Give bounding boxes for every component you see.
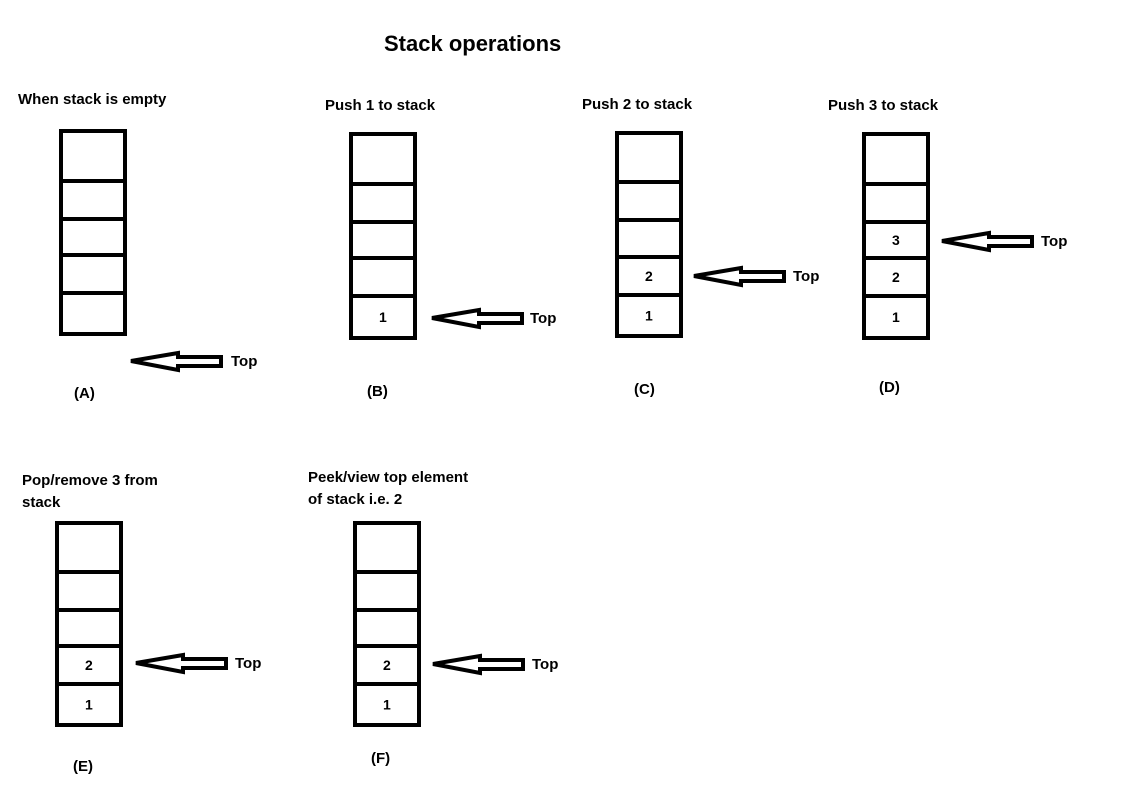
stack-cell-value: 2: [383, 657, 391, 673]
stack-cell: [55, 608, 123, 648]
stack-cell: [59, 179, 127, 221]
stack-cell: [862, 132, 930, 186]
stack-cell: [59, 129, 127, 183]
stack-cell-value: 1: [645, 308, 653, 324]
stack-cell: [615, 293, 683, 338]
top-pointer-arrow-icon: [693, 265, 786, 288]
stack-cell: [353, 570, 421, 612]
top-pointer-arrow-icon: [941, 230, 1034, 253]
panel-caption: Push 2 to stack: [582, 96, 693, 113]
stack-cell: [55, 682, 123, 727]
stack-cell: [59, 253, 127, 295]
panel-caption: stack: [22, 494, 61, 511]
diagram-title: Stack operations: [384, 31, 561, 56]
stack-cell-value: 1: [892, 309, 900, 325]
top-label: Top: [793, 268, 819, 285]
stack-cell: [353, 521, 421, 574]
stack-cell: [59, 217, 127, 257]
stack-cell: [862, 220, 930, 260]
stack: 21: [55, 521, 123, 727]
stack: [59, 129, 127, 336]
stack-cell: [862, 182, 930, 224]
top-pointer-arrow-icon: [135, 652, 228, 675]
stack-panel-d: Push 3 to stack 3 2 1 Top (D): [828, 97, 1067, 396]
panel-caption: Push 1 to stack: [325, 97, 436, 114]
stack-panel-b: Push 1 to stack 1 Top (B): [325, 97, 556, 400]
stack-cell: [349, 256, 417, 298]
stack-cell: [615, 218, 683, 259]
stack-cell-value: 2: [645, 268, 653, 284]
top-label: Top: [235, 655, 261, 672]
stack-cell-value: 1: [85, 697, 93, 713]
stack: 21: [615, 131, 683, 338]
stack-cell-value: 3: [892, 232, 900, 248]
panel-caption: Pop/remove 3 from: [22, 472, 158, 489]
stack-cell: [55, 521, 123, 574]
stack-cell: [615, 131, 683, 184]
panel-caption: of stack i.e. 2: [308, 491, 402, 508]
panel-label: (F): [371, 750, 390, 767]
stack-cell: [862, 294, 930, 340]
top-label: Top: [530, 310, 556, 327]
top-label: Top: [532, 656, 558, 673]
stack-cell: [353, 682, 421, 727]
stack-cell: [353, 608, 421, 648]
top-pointer-arrow-icon: [431, 307, 524, 330]
stack: 21: [353, 521, 421, 727]
stack-cell-value: 2: [892, 269, 900, 285]
stack-cell-value: 2: [85, 657, 93, 673]
stack-cell: [349, 220, 417, 260]
top-pointer-arrow-icon: [432, 653, 525, 676]
stack-cell: [59, 291, 127, 336]
panel-label: (C): [634, 381, 655, 398]
stack-cell: [349, 182, 417, 224]
panel-caption: Push 3 to stack: [828, 97, 939, 114]
stack-cell: [349, 294, 417, 340]
stack-cell: [615, 180, 683, 222]
panel-label: (E): [73, 758, 93, 775]
top-label: Top: [231, 353, 257, 370]
panel-label: (D): [879, 379, 900, 396]
panel-caption: Peek/view top element: [308, 469, 468, 486]
top-label: Top: [1041, 233, 1067, 250]
stack: 3 2 1: [862, 132, 930, 340]
top-pointer-arrow-icon: [130, 350, 223, 373]
stack-cell: [349, 132, 417, 186]
stack-cell-value: 1: [379, 309, 387, 325]
panel-label: (A): [74, 385, 95, 402]
panel-caption: When stack is empty: [18, 91, 167, 108]
stack: 1: [349, 132, 417, 340]
stack-cell: [55, 570, 123, 612]
stack-cell-value: 1: [383, 697, 391, 713]
panel-label: (B): [367, 383, 388, 400]
